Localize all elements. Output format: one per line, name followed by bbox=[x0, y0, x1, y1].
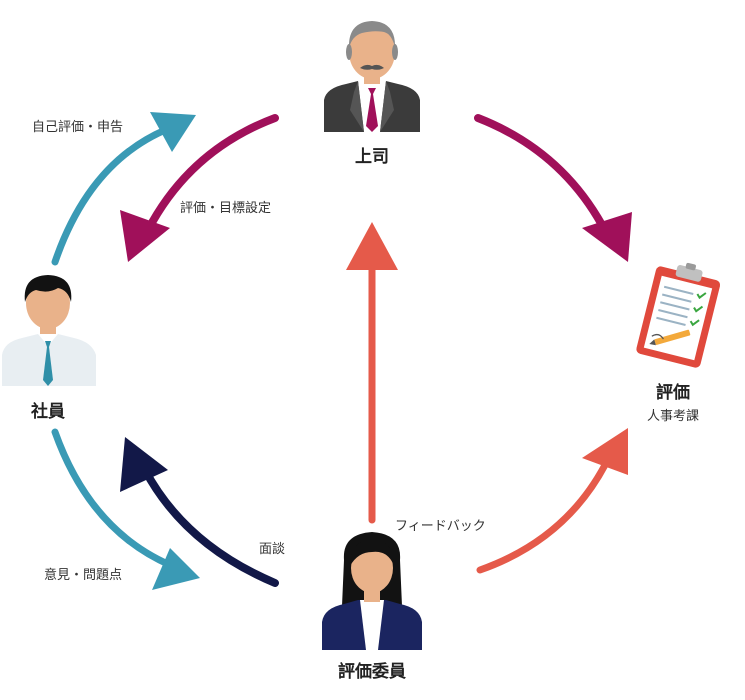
arrow-feedback-to-boss bbox=[346, 222, 398, 524]
clipboard-icon bbox=[636, 262, 721, 368]
arrow-interview bbox=[120, 437, 279, 587]
arrow-goal-setting bbox=[120, 114, 279, 262]
committee-label: 評価委員 bbox=[338, 661, 406, 682]
employee-avatar-icon bbox=[2, 275, 96, 386]
edge-label-self-report: 自己評価・申告 bbox=[32, 120, 123, 135]
edge-label-interview: 面談 bbox=[259, 541, 285, 557]
boss-avatar-icon bbox=[324, 21, 420, 132]
evaluation-sublabel: 人事考課 bbox=[647, 408, 699, 424]
edge-label-goal-setting: 評価・目標設定 bbox=[180, 200, 271, 216]
arrow-self-report bbox=[51, 112, 196, 266]
boss-label: 上司 bbox=[355, 147, 389, 167]
edge-label-feedback: フィードバック bbox=[395, 519, 486, 534]
arrow-opinions bbox=[51, 428, 200, 590]
edge-label-opinions: 意見・問題点 bbox=[44, 567, 122, 583]
committee-avatar-icon bbox=[322, 532, 422, 650]
employee-label: 社員 bbox=[30, 401, 65, 422]
arrow-boss-to-evaluation bbox=[474, 114, 632, 262]
evaluation-label: 評価 bbox=[656, 382, 690, 403]
arrow-committee-to-evaluation bbox=[476, 428, 628, 574]
